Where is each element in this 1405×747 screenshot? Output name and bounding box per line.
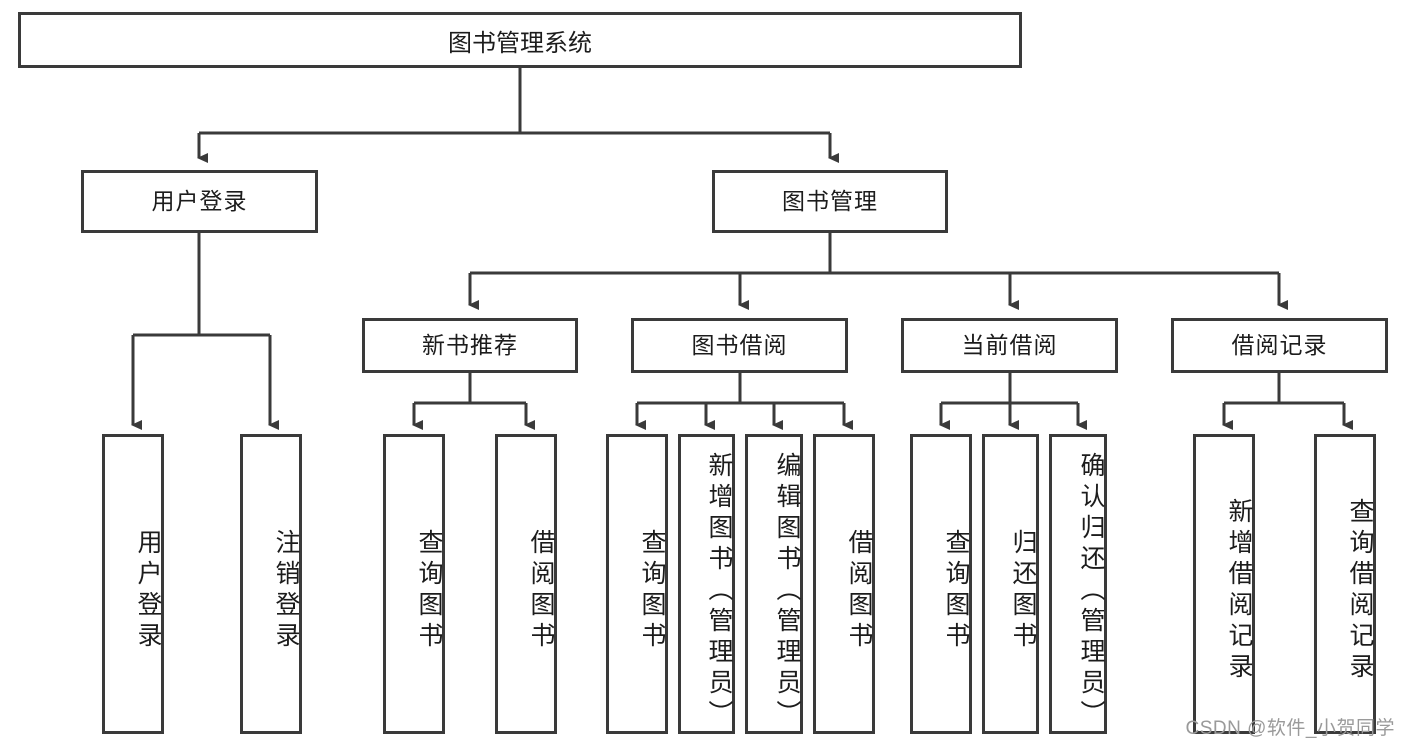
leaf-borrow-add-book[interactable]: 新增图书（管理员） bbox=[678, 434, 735, 734]
node-borrow-record[interactable]: 借阅记录 bbox=[1171, 318, 1388, 373]
node-label: 归还图书 bbox=[1009, 529, 1037, 653]
node-label: 查询借阅记录 bbox=[1346, 498, 1374, 684]
node-label: 借阅图书 bbox=[527, 529, 555, 653]
node-user-login[interactable]: 用户登录 bbox=[81, 170, 318, 233]
node-label: 新增借阅记录 bbox=[1225, 498, 1253, 684]
leaf-current-return-book[interactable]: 归还图书 bbox=[982, 434, 1039, 734]
leaf-borrow-borrow-book[interactable]: 借阅图书 bbox=[813, 434, 875, 734]
leaf-record-query[interactable]: 查询借阅记录 bbox=[1314, 434, 1376, 734]
node-root-system[interactable]: 图书管理系统 bbox=[18, 12, 1022, 68]
node-label: 注销登录 bbox=[272, 529, 300, 653]
leaf-current-confirm-return[interactable]: 确认归还（管理员） bbox=[1049, 434, 1107, 734]
node-label: 借阅图书 bbox=[845, 529, 873, 653]
leaf-borrow-edit-book[interactable]: 编辑图书（管理员） bbox=[745, 434, 803, 734]
node-label: 借阅记录 bbox=[1231, 331, 1328, 358]
leaf-new-book-query[interactable]: 查询图书 bbox=[383, 434, 445, 734]
leaf-current-query-book[interactable]: 查询图书 bbox=[910, 434, 972, 734]
node-new-book-recommend[interactable]: 新书推荐 bbox=[362, 318, 578, 373]
node-book-management[interactable]: 图书管理 bbox=[712, 170, 948, 233]
node-label: 查询图书 bbox=[942, 529, 970, 653]
node-label: 新书推荐 bbox=[422, 331, 518, 358]
node-label: 新增图书（管理员） bbox=[705, 451, 733, 731]
node-label: 图书管理系统 bbox=[448, 29, 592, 57]
leaf-user-login-logout[interactable]: 注销登录 bbox=[240, 434, 302, 734]
leaf-record-add[interactable]: 新增借阅记录 bbox=[1193, 434, 1255, 734]
node-book-borrow[interactable]: 图书借阅 bbox=[631, 318, 848, 373]
node-label: 编辑图书（管理员） bbox=[773, 451, 801, 731]
node-label: 查询图书 bbox=[638, 529, 666, 653]
node-current-borrow[interactable]: 当前借阅 bbox=[901, 318, 1118, 373]
leaf-new-book-borrow[interactable]: 借阅图书 bbox=[495, 434, 557, 734]
leaf-user-login-login[interactable]: 用户登录 bbox=[102, 434, 164, 734]
node-label: 查询图书 bbox=[415, 529, 443, 653]
node-label: 当前借阅 bbox=[961, 331, 1058, 358]
node-label: 确认归还（管理员） bbox=[1077, 451, 1105, 731]
leaf-borrow-query-book[interactable]: 查询图书 bbox=[606, 434, 668, 734]
watermark: CSDN @软件_小贺同学 bbox=[1185, 718, 1395, 739]
node-label: 用户登录 bbox=[134, 529, 162, 653]
node-label: 图书管理 bbox=[782, 187, 878, 214]
node-label: 图书借阅 bbox=[691, 331, 788, 358]
node-label: 用户登录 bbox=[151, 187, 248, 214]
